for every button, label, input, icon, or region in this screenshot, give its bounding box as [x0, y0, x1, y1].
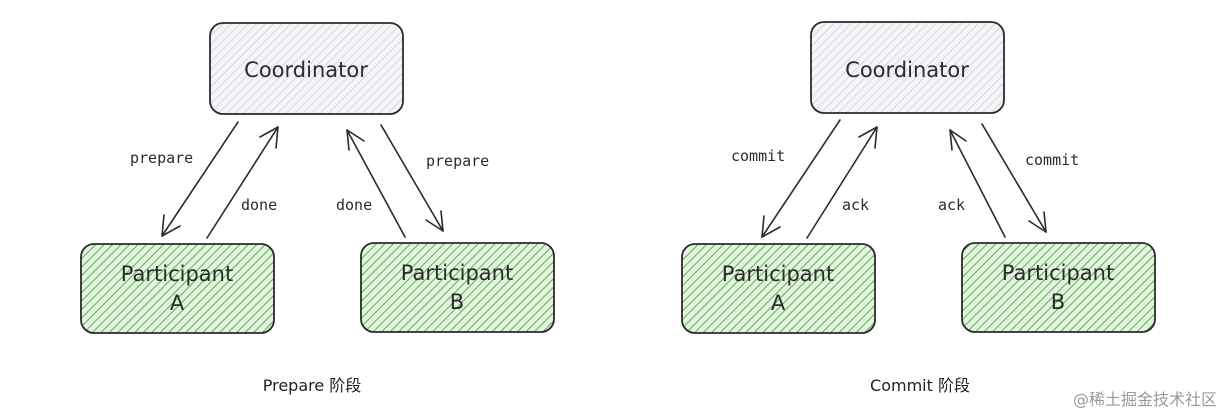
- commit-arrow-from-a: [806, 126, 878, 239]
- prepare-participant-a-node: Participant A: [80, 243, 275, 334]
- prepare-phase-caption: Prepare 阶段: [263, 376, 362, 395]
- prepare-edge-label-from-a: done: [241, 196, 277, 214]
- prepare-arrow-to-b: [380, 124, 444, 232]
- prepare-participant-b-label-line1: Participant: [401, 261, 513, 285]
- prepare-arrow-from-a: [206, 126, 279, 239]
- commit-participant-a-node: Participant A: [681, 243, 876, 334]
- commit-edge-label-from-b: ack: [938, 196, 965, 214]
- prepare-participant-b-label-line2: B: [450, 290, 464, 314]
- prepare-arrow-from-b: [346, 129, 406, 238]
- commit-edge-label-to-a: commit: [731, 147, 785, 165]
- prepare-edge-label-to-b: prepare: [426, 152, 489, 170]
- prepare-participant-a-label-line1: Participant: [121, 262, 233, 286]
- prepare-edge-label-from-b: done: [336, 196, 372, 214]
- commit-arrow-to-a: [761, 119, 841, 238]
- commit-participant-a-label-line1: Participant: [722, 262, 834, 286]
- commit-edge-label-from-a: ack: [842, 196, 869, 214]
- source-watermark: @稀土掘金技术社区: [1072, 390, 1217, 409]
- commit-edge-label-to-b: commit: [1025, 151, 1079, 169]
- prepare-coordinator-label: Coordinator: [244, 58, 368, 82]
- commit-participant-b-label-line1: Participant: [1002, 261, 1114, 285]
- commit-participant-b-label-line2: B: [1051, 290, 1065, 314]
- prepare-phase-group: Coordinator Participant A Participant B: [80, 22, 555, 395]
- commit-participant-b-node: Participant B: [961, 242, 1156, 333]
- commit-phase-caption: Commit 阶段: [870, 376, 970, 395]
- commit-arrow-from-b: [949, 129, 1006, 238]
- prepare-edge-label-to-a: prepare: [130, 149, 193, 167]
- commit-arrow-to-b: [981, 123, 1047, 233]
- commit-coordinator-node: Coordinator: [810, 21, 1005, 114]
- commit-participant-a-label-line2: A: [771, 291, 786, 315]
- prepare-participant-b-node: Participant B: [360, 242, 555, 333]
- prepare-arrow-to-a: [161, 121, 239, 237]
- commit-coordinator-label: Coordinator: [845, 58, 969, 82]
- prepare-participant-a-label-line2: A: [170, 291, 185, 315]
- commit-phase-group: Coordinator Participant A Participant B: [681, 21, 1156, 395]
- prepare-coordinator-node: Coordinator: [209, 22, 404, 115]
